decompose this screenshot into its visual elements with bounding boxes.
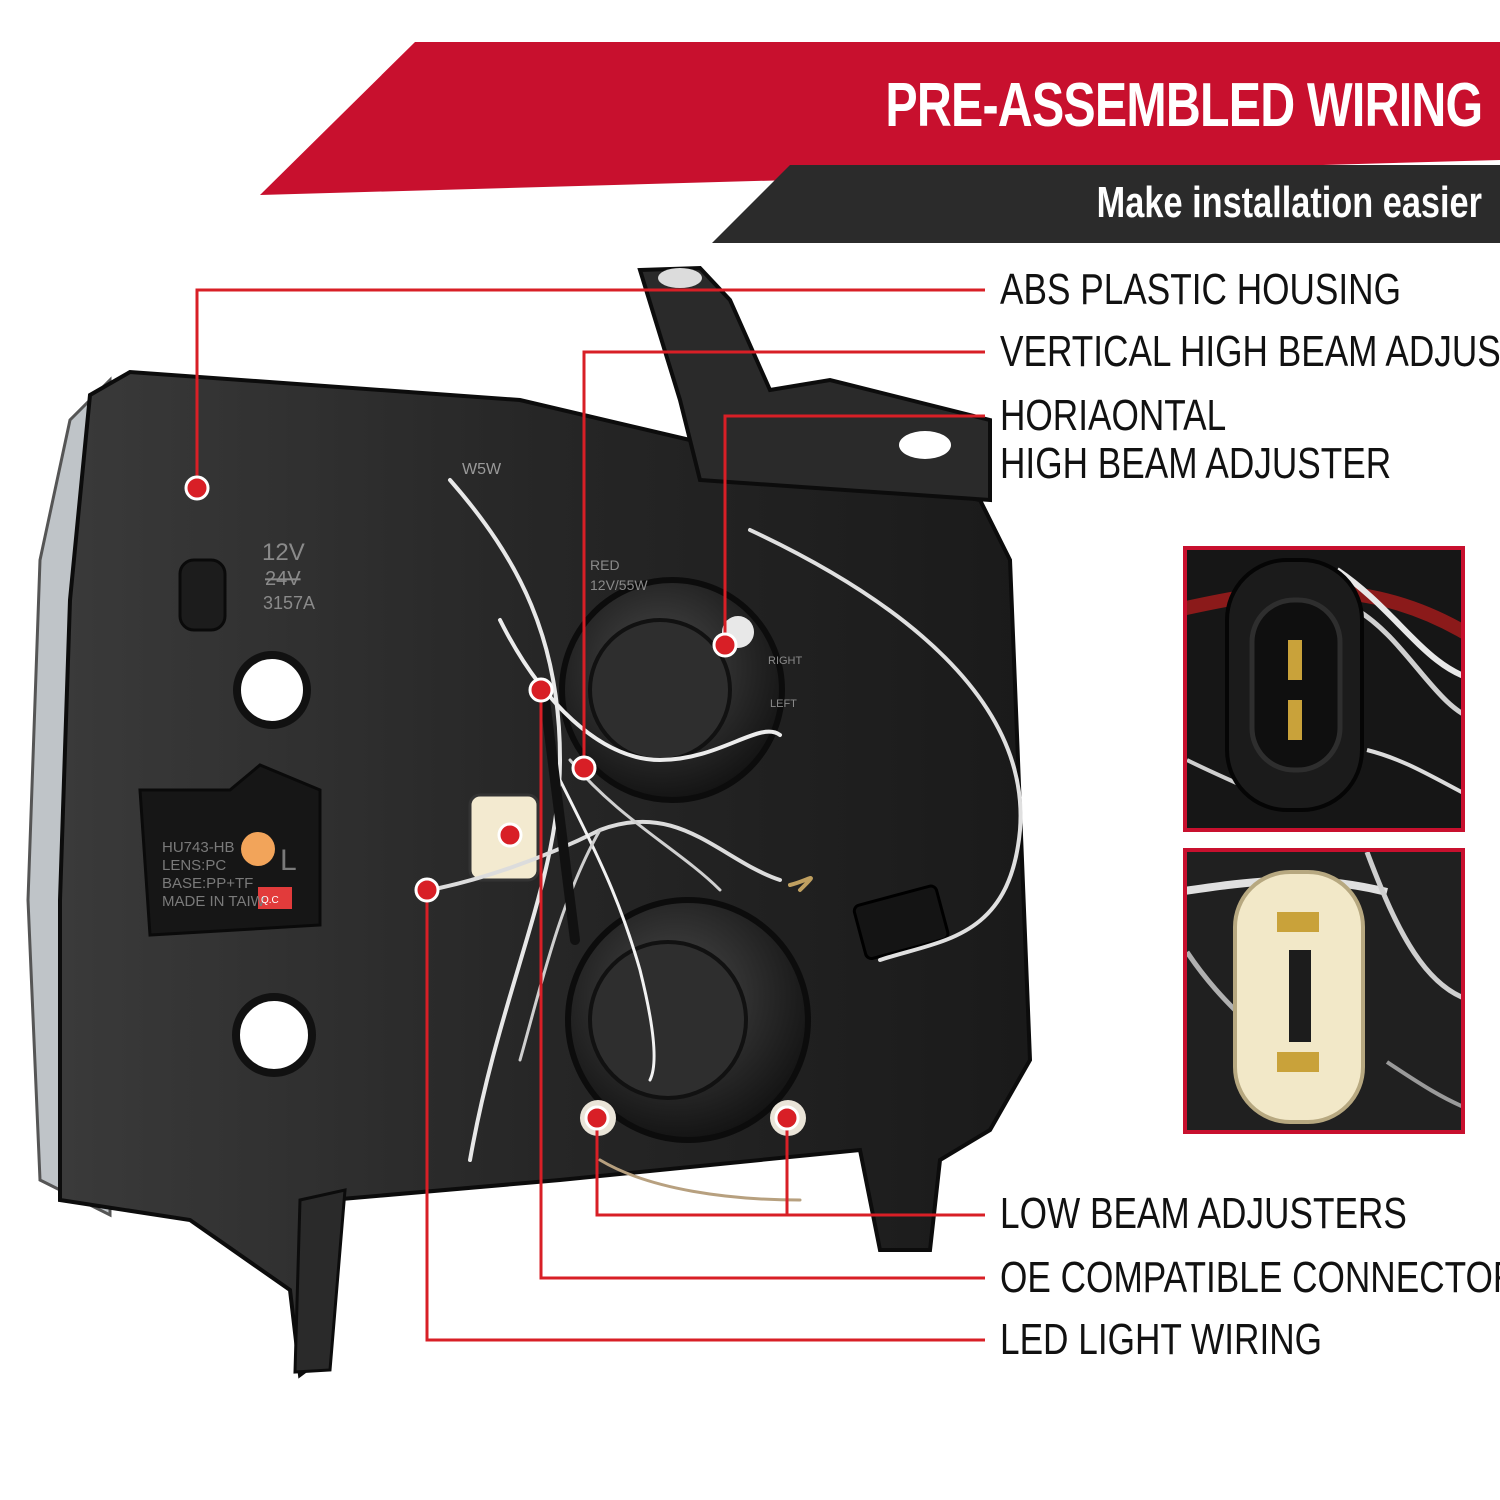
leader-oe-compatible-connectors	[539, 690, 985, 1280]
banner-shapes	[260, 42, 1500, 243]
banner-title: PRE-ASSEMBLED WIRING	[885, 71, 1483, 140]
print-voltage: 12V	[262, 539, 305, 566]
marker-oe-connector-upper	[528, 677, 554, 703]
banner-dark-ribbon	[712, 165, 1500, 243]
marker-abs-plastic-housing	[184, 475, 210, 501]
amber-dot	[241, 832, 275, 866]
female-connector-drawing	[1187, 852, 1461, 1124]
leader-low-beam-adjusters	[595, 1118, 985, 1217]
male-connector-drawing	[1187, 558, 1461, 812]
wire-module	[852, 884, 950, 960]
label-horizontal-line-2: HIGH BEAM ADJUSTER	[1000, 439, 1392, 488]
leader-abs-plastic-housing	[195, 288, 985, 488]
print-label-line-3: BASE:PP+TF	[162, 875, 253, 892]
print-label-line-1: HU743-HB	[162, 839, 235, 856]
print-adjust-left: LEFT	[770, 698, 797, 710]
banner-subtitle: Make installation easier	[1096, 178, 1482, 227]
print-label-line-2: LENS:PC	[162, 857, 226, 874]
label-abs-plastic-housing: ABS PLASTIC HOUSING	[1000, 265, 1401, 314]
print-voltage-struck: 24V	[265, 568, 301, 590]
print-high-beam-watt: 12V/55W	[590, 577, 648, 593]
qc-sticker	[258, 887, 292, 909]
bottom-bracket	[293, 1188, 347, 1374]
label-horizontal-line-1: HORIAONTAL	[1000, 391, 1227, 440]
print-adjust-right: RIGHT	[768, 655, 803, 667]
tab-hole	[658, 268, 702, 288]
marker-oe-connector-white	[497, 822, 523, 848]
leader-horizontal-high-beam-adjuster	[723, 414, 985, 645]
print-upper-bulb: W5W	[462, 461, 502, 478]
label-oe-compatible-connectors: OE COMPATIBLE CONNECTORS	[1000, 1253, 1500, 1302]
print-high-beam-color: RED	[590, 557, 620, 573]
male-connector-closeup	[1183, 546, 1465, 832]
leader-led-light-wiring	[425, 890, 985, 1342]
marker-low-beam-right	[774, 1105, 800, 1131]
marker-vertical-high-beam-adjuster	[571, 755, 597, 781]
print-bulb: 3157A	[263, 593, 315, 613]
print-qc-sticker: Q.C	[261, 895, 279, 906]
print-label-line-4: MADE IN TAIW	[162, 893, 266, 910]
mounting-hole	[899, 431, 951, 459]
female-connector-closeup	[1183, 848, 1465, 1134]
side-marker-socket	[232, 993, 316, 1077]
banner-red-ribbon	[260, 42, 1500, 195]
wiring-harness	[428, 478, 1023, 1202]
low-beam-cap	[588, 940, 748, 1100]
print-side-letter: L	[280, 844, 297, 877]
label-low-beam-adjusters: LOW BEAM ADJUSTERS	[1000, 1189, 1407, 1238]
marker-horizontal-high-beam-adjuster	[712, 632, 738, 658]
marker-low-beam-left	[584, 1105, 610, 1131]
label-led-light-wiring: LED LIGHT WIRING	[1000, 1315, 1323, 1364]
leader-vertical-high-beam-adjuster	[582, 350, 985, 768]
label-vertical-high-beam-adjuster: VERTICAL HIGH BEAM ADJUSTER	[1000, 327, 1500, 376]
marker-led-light-wiring	[414, 877, 440, 903]
bulb-plug	[178, 558, 227, 632]
turn-signal-socket	[233, 651, 311, 729]
